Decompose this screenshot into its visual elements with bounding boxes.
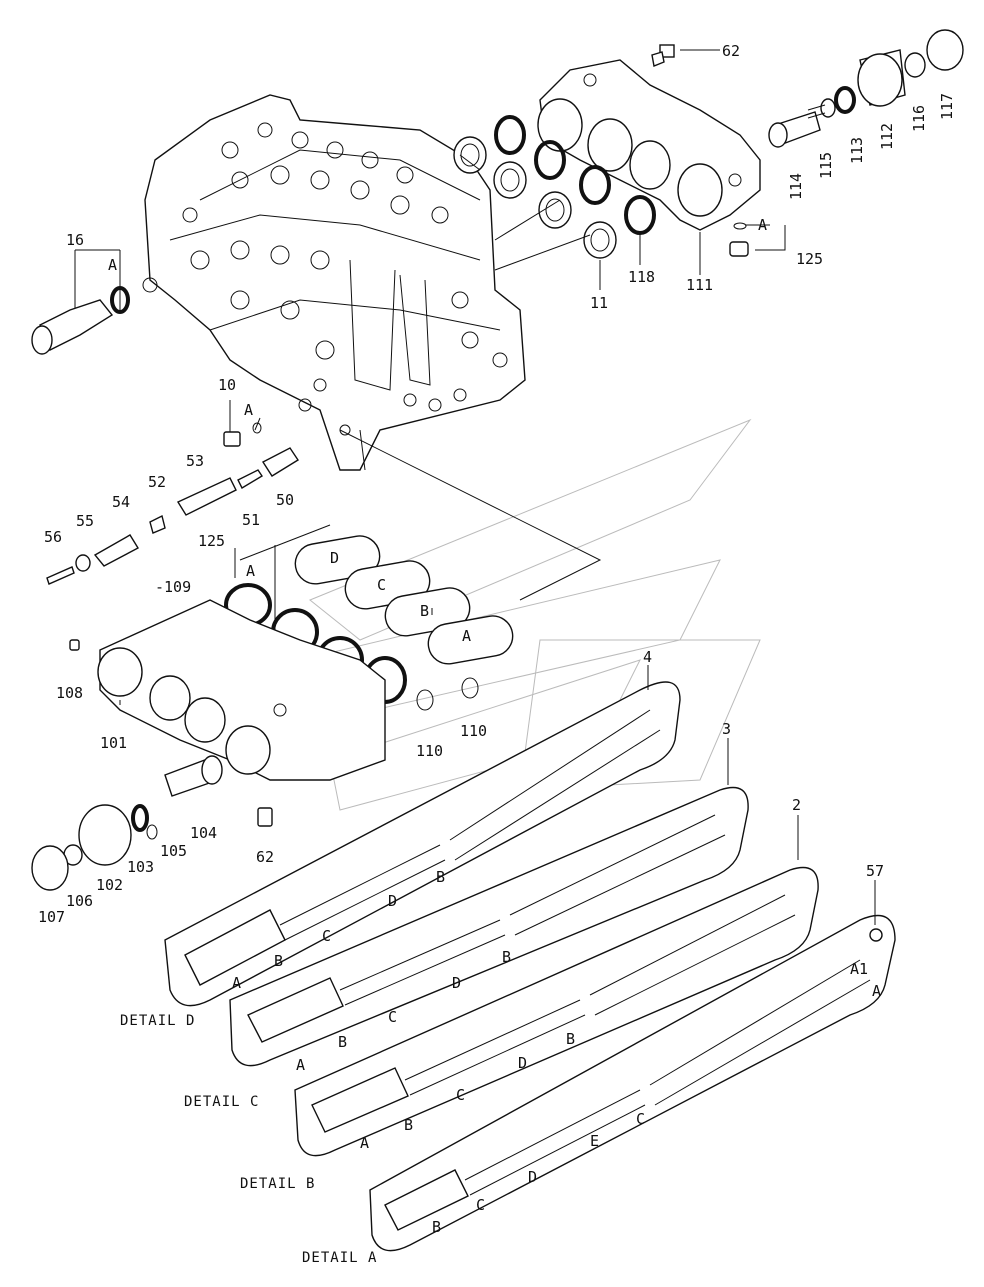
d-part-3: D (388, 892, 397, 910)
cover-label-d: D (330, 549, 339, 567)
c-part-0: A (296, 1056, 305, 1074)
label-116: 116 (910, 105, 928, 132)
small-parts-left (46, 422, 299, 585)
label-4: 4 (643, 648, 652, 666)
c-part-2: C (388, 1008, 397, 1026)
c-part-3: D (452, 974, 461, 992)
detail-labels: DETAIL D DETAIL C DETAIL B DETAIL A A B … (120, 868, 881, 1266)
d-part-4: B (436, 868, 445, 886)
cover-label-c: C (377, 576, 386, 594)
label-103: 103 (127, 858, 154, 876)
label-62-top: 62 (722, 42, 740, 60)
label-107: 107 (38, 908, 65, 926)
a-part-0: B (432, 1218, 441, 1236)
cover-outlines (294, 535, 514, 665)
label-114: 114 (787, 173, 805, 200)
label-117: 117 (938, 93, 956, 120)
valve-body (142, 94, 526, 471)
leader-lines-details (119, 608, 876, 925)
label-a-10: A (244, 401, 253, 419)
detail-D-group (164, 681, 681, 1007)
a-part-4: C (636, 1110, 645, 1128)
label-52: 52 (148, 473, 166, 491)
label-105: 105 (160, 842, 187, 860)
label-110-b: 110 (416, 742, 443, 760)
label-3: 3 (722, 720, 731, 738)
label-a-125-mid: A (246, 562, 255, 580)
bolt-62-top (651, 44, 675, 67)
label-101: 101 (100, 734, 127, 752)
label-2: 2 (792, 796, 801, 814)
a-part-6: A (872, 982, 881, 1000)
label-10: 10 (218, 376, 236, 394)
label-104: 104 (190, 824, 217, 842)
b-part-1: B (404, 1116, 413, 1134)
label-54: 54 (112, 493, 130, 511)
d-part-1: B (274, 952, 283, 970)
a-part-2: D (528, 1168, 537, 1186)
b-part-2: C (456, 1086, 465, 1104)
valve-16 (31, 286, 130, 355)
label-16: 16 (66, 231, 84, 249)
label-108: 108 (56, 684, 83, 702)
d-part-2: C (322, 927, 331, 945)
body-holes (142, 122, 508, 436)
c-part-4: B (502, 948, 511, 966)
label-125-top: 125 (796, 250, 823, 268)
b-part-0: A (360, 1134, 369, 1152)
detail-a-label: DETAIL A (302, 1250, 377, 1266)
detail-B-group (294, 866, 819, 1157)
cover-label-a: A (462, 627, 471, 645)
b-part-4: B (566, 1030, 575, 1048)
label-109: -109 (155, 578, 191, 596)
label-a-125-top: A (758, 216, 767, 234)
label-11: 11 (590, 294, 608, 312)
label-57: 57 (866, 862, 884, 880)
housing-111 (537, 59, 761, 231)
detail-C-group (229, 786, 749, 1067)
right-cap-assembly (768, 29, 964, 148)
label-50: 50 (276, 491, 294, 509)
part-labels: 62 117 116 112 113 115 114 111 118 11 A … (38, 42, 956, 926)
label-118: 118 (628, 268, 655, 286)
b-part-3: D (518, 1054, 527, 1072)
label-112: 112 (878, 123, 896, 150)
detail-d-label: DETAIL D (120, 1013, 195, 1029)
detail-b-label: DETAIL B (240, 1176, 315, 1192)
c-part-1: B (338, 1033, 347, 1051)
detail-A-group (369, 914, 896, 1252)
d-part-0: A (232, 974, 241, 992)
label-102: 102 (96, 876, 123, 894)
a-part-1: C (476, 1196, 485, 1214)
label-56: 56 (44, 528, 62, 546)
housing-101 (69, 599, 386, 781)
label-a-16: A (108, 256, 117, 274)
left-cap-assembly (31, 755, 273, 891)
label-55: 55 (76, 512, 94, 530)
sleeves-11 (453, 136, 617, 259)
label-125-mid: 125 (198, 532, 225, 550)
label-115: 115 (817, 152, 835, 179)
plug-125-top (729, 222, 749, 257)
a-part-5: A1 (850, 960, 868, 978)
label-106: 106 (66, 892, 93, 910)
label-111: 111 (686, 276, 713, 294)
a-part-3: E (590, 1132, 599, 1150)
detail-c-label: DETAIL C (184, 1094, 259, 1110)
label-51: 51 (242, 511, 260, 529)
label-110-a: 110 (460, 722, 487, 740)
cover-label-b: B (420, 602, 429, 620)
label-62-bot: 62 (256, 848, 274, 866)
label-53: 53 (186, 452, 204, 470)
label-113: 113 (848, 137, 866, 164)
